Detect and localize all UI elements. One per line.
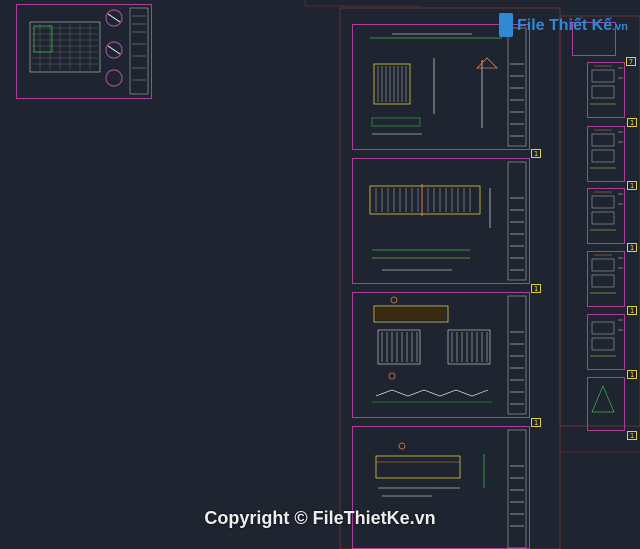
fence-sheet-3-drawing <box>372 295 527 415</box>
mini-sheet-6[interactable] <box>587 377 625 431</box>
mini-sheet-3[interactable] <box>587 188 625 244</box>
logo-text: File Thiết Kế.vn <box>517 17 628 35</box>
logo-mark-icon <box>499 13 513 37</box>
sheet-tag: 1 <box>531 149 541 158</box>
mini-sheet-top[interactable] <box>572 22 616 56</box>
mini-sheet-4[interactable] <box>587 251 625 307</box>
site-logo: File Thiết Kế.vn <box>499 11 628 41</box>
sheet-tag: 1 <box>627 306 637 315</box>
site-plan-sheet[interactable] <box>16 4 152 99</box>
logo-name: File Thiết Kế <box>517 17 613 34</box>
mini-sheet-2[interactable] <box>587 126 625 182</box>
fence-sheet-2-drawing <box>369 161 527 281</box>
mini-sheet-5[interactable] <box>587 314 625 370</box>
sheet-tag: 7 <box>626 57 636 66</box>
sheet-tag: 1 <box>627 243 637 252</box>
sheet-tag: 1 <box>531 418 541 427</box>
sheet-tag: 1 <box>627 181 637 190</box>
sheet-tag: 1 <box>627 431 637 440</box>
mini-sheet-1[interactable] <box>587 62 625 118</box>
fence-sheet-4-drawing <box>375 429 527 549</box>
fence-sheet-1[interactable] <box>352 24 530 150</box>
fence-sheet-2[interactable] <box>352 158 530 284</box>
mini-sheets-drawing <box>590 65 623 413</box>
logo-suffix: .vn <box>612 21 629 33</box>
sheet-tag: 1 <box>531 284 541 293</box>
sheet-tag: 1 <box>627 370 637 379</box>
fence-sheet-3[interactable] <box>352 292 530 418</box>
site-plan-drawing <box>29 7 149 95</box>
fence-sheet-1-drawing <box>370 27 527 147</box>
sheet-tag: 1 <box>627 118 637 127</box>
copyright-watermark: Copyright © FileThietKe.vn <box>204 508 436 528</box>
